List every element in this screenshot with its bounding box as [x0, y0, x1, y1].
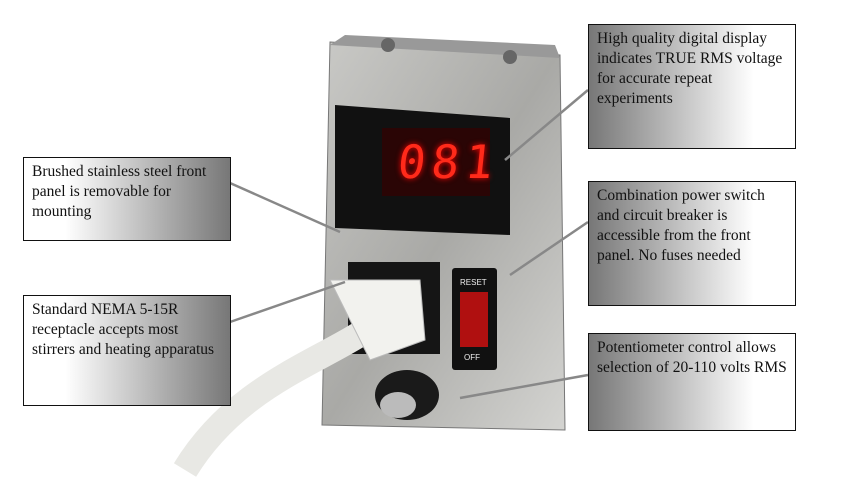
callout-switch: Combination power switch and circuit bre… [588, 181, 796, 306]
callout-potentiometer: Potentiometer control allows selection o… [588, 333, 796, 431]
screw-icon [503, 50, 517, 64]
switch-reset-label: RESET [460, 278, 487, 287]
screw-icon [381, 38, 395, 52]
callout-panel: Brushed stainless steel front panel is r… [23, 157, 231, 241]
switch-off-label: OFF [464, 353, 480, 362]
callout-lines [229, 89, 589, 400]
callout-receptacle: Standard NEMA 5-15R receptacle accepts m… [23, 295, 231, 406]
callout-display: High quality digital display indicates T… [588, 24, 796, 149]
display-reading: 081 [395, 135, 502, 189]
steel-enclosure [321, 41, 566, 431]
